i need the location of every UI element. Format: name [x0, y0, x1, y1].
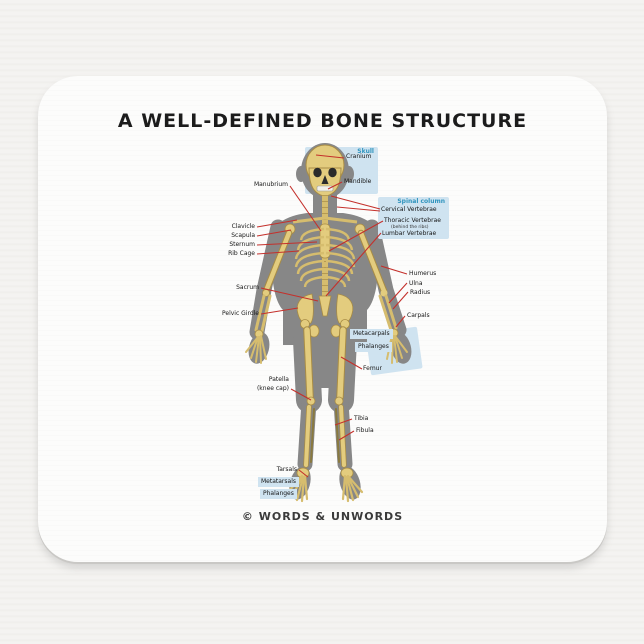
label-phalanges-hand: Phalanges	[355, 342, 392, 352]
label-scapula: Scapula	[231, 232, 255, 239]
label-patella: Patella	[268, 376, 289, 383]
page-title: A WELL-DEFINED BONE STRUCTURE	[117, 110, 528, 132]
label-humerus: Humerus	[409, 270, 437, 277]
label-ulna: Ulna	[409, 280, 423, 287]
label-patella-note: (knee cap)	[256, 385, 289, 392]
label-tibia: Tibia	[354, 415, 369, 422]
copyright-text: © WORDS & UNWORDS	[241, 510, 404, 523]
label-cervical-vertebrae: Cervical Vertebrae	[381, 206, 437, 213]
label-cranium: Cranium	[346, 153, 372, 160]
mousepad: A WELL-DEFINED BONE STRUCTURE © WORDS & …	[38, 76, 607, 562]
label-lumbar-vertebrae: Lumbar Vertebrae	[382, 230, 437, 237]
label-sternum: Sternum	[229, 241, 255, 248]
label-sacrum: Sacrum	[236, 284, 259, 291]
label-thoracic-vertebrae: Thoracic Vertebrae	[384, 217, 441, 224]
label-clavicle: Clavicle	[231, 223, 255, 230]
label-carpals: Carpals	[407, 312, 430, 319]
label-femur: Femur	[363, 365, 382, 372]
label-phalanges-foot: Phalanges	[260, 489, 297, 499]
label-metacarpals: Metacarpals	[350, 329, 393, 339]
spinal-column-group-header: Spinal column	[397, 198, 445, 205]
label-tarsals: Tarsals	[276, 466, 297, 473]
label-metatarsals: Metatarsals	[258, 477, 299, 487]
label-pelvic-girdle: Pelvic Girdle	[221, 310, 259, 317]
label-manubrium: Manubrium	[253, 181, 288, 188]
label-rib-cage: Rib Cage	[228, 250, 255, 257]
label-mandible: Mandible	[344, 178, 372, 185]
label-fibula: Fibula	[356, 427, 374, 434]
label-radius: Radius	[410, 289, 431, 296]
